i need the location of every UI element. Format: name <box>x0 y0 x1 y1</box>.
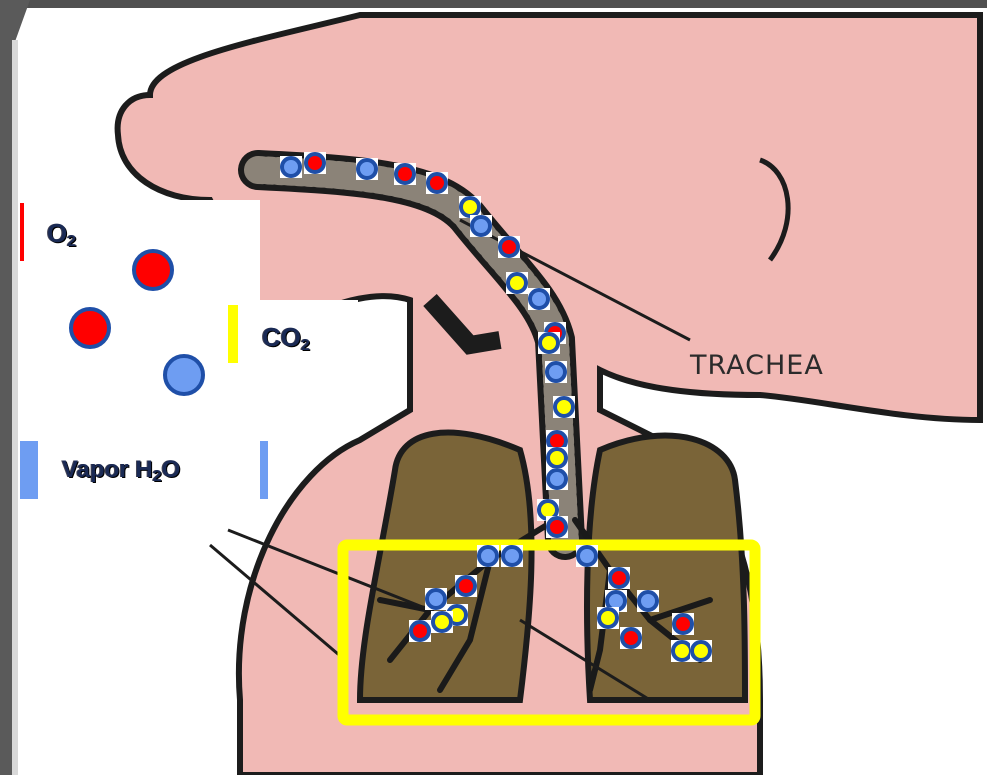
oxygen-molecule <box>672 613 694 635</box>
water-vapor-molecule <box>546 468 568 490</box>
water-vapor-label: Vapor H2O <box>62 456 180 486</box>
o2-label: O2 <box>47 218 76 251</box>
water-vapor-molecule <box>356 158 378 180</box>
oxygen-molecule <box>409 620 431 642</box>
water-vapor-molecule <box>576 545 598 567</box>
carbon-dioxide-molecule <box>506 272 528 294</box>
co2-legend-bar <box>228 305 238 363</box>
oxygen-molecule <box>426 172 448 194</box>
carbon-dioxide-molecule <box>538 332 560 354</box>
carbon-dioxide-molecule <box>690 640 712 662</box>
carbon-dioxide-molecule <box>546 447 568 469</box>
oxygen-molecule <box>304 152 326 174</box>
carbon-dioxide-molecule <box>431 611 453 633</box>
vapor-label-text: Vapor H <box>62 456 153 483</box>
oxygen-molecule <box>134 251 172 289</box>
o2-label-text: O <box>47 218 67 248</box>
vapor-label-tail: O <box>162 456 181 483</box>
water-vapor-molecule <box>637 590 659 612</box>
water-vapor-molecule <box>425 588 447 610</box>
water-vapor-molecule <box>165 356 203 394</box>
water-vapor-molecule <box>470 215 492 237</box>
co2-label-text: CO <box>262 322 301 352</box>
water-vapor-molecule <box>545 361 567 383</box>
trachea-label: TRACHEA <box>690 350 824 381</box>
co2-label: CO2 <box>262 322 310 355</box>
oxygen-molecule <box>620 627 642 649</box>
water-vapor-molecule <box>280 156 302 178</box>
oxygen-molecule <box>455 575 477 597</box>
carbon-dioxide-molecule <box>597 607 619 629</box>
carbon-dioxide-molecule <box>671 640 693 662</box>
carbon-dioxide-molecule <box>459 196 481 218</box>
carbon-dioxide-molecule <box>553 396 575 418</box>
vapor-legend-bar-right <box>260 441 268 499</box>
water-vapor-molecule <box>528 288 550 310</box>
oxygen-molecule <box>546 516 568 538</box>
oxygen-molecule <box>608 567 630 589</box>
water-vapor-molecule <box>501 545 523 567</box>
oxygen-molecule <box>394 163 416 185</box>
o2-label-sub: 2 <box>67 233 76 250</box>
water-vapor-molecule <box>477 545 499 567</box>
vapor-legend-bar-left <box>20 441 38 499</box>
oxygen-molecule <box>71 309 109 347</box>
oxygen-molecule <box>498 236 520 258</box>
o2-legend-bar <box>20 203 24 261</box>
co2-label-sub: 2 <box>301 337 310 354</box>
top-bar <box>0 0 987 8</box>
vapor-label-sub: 2 <box>153 468 162 485</box>
left-strip-light <box>12 40 18 775</box>
